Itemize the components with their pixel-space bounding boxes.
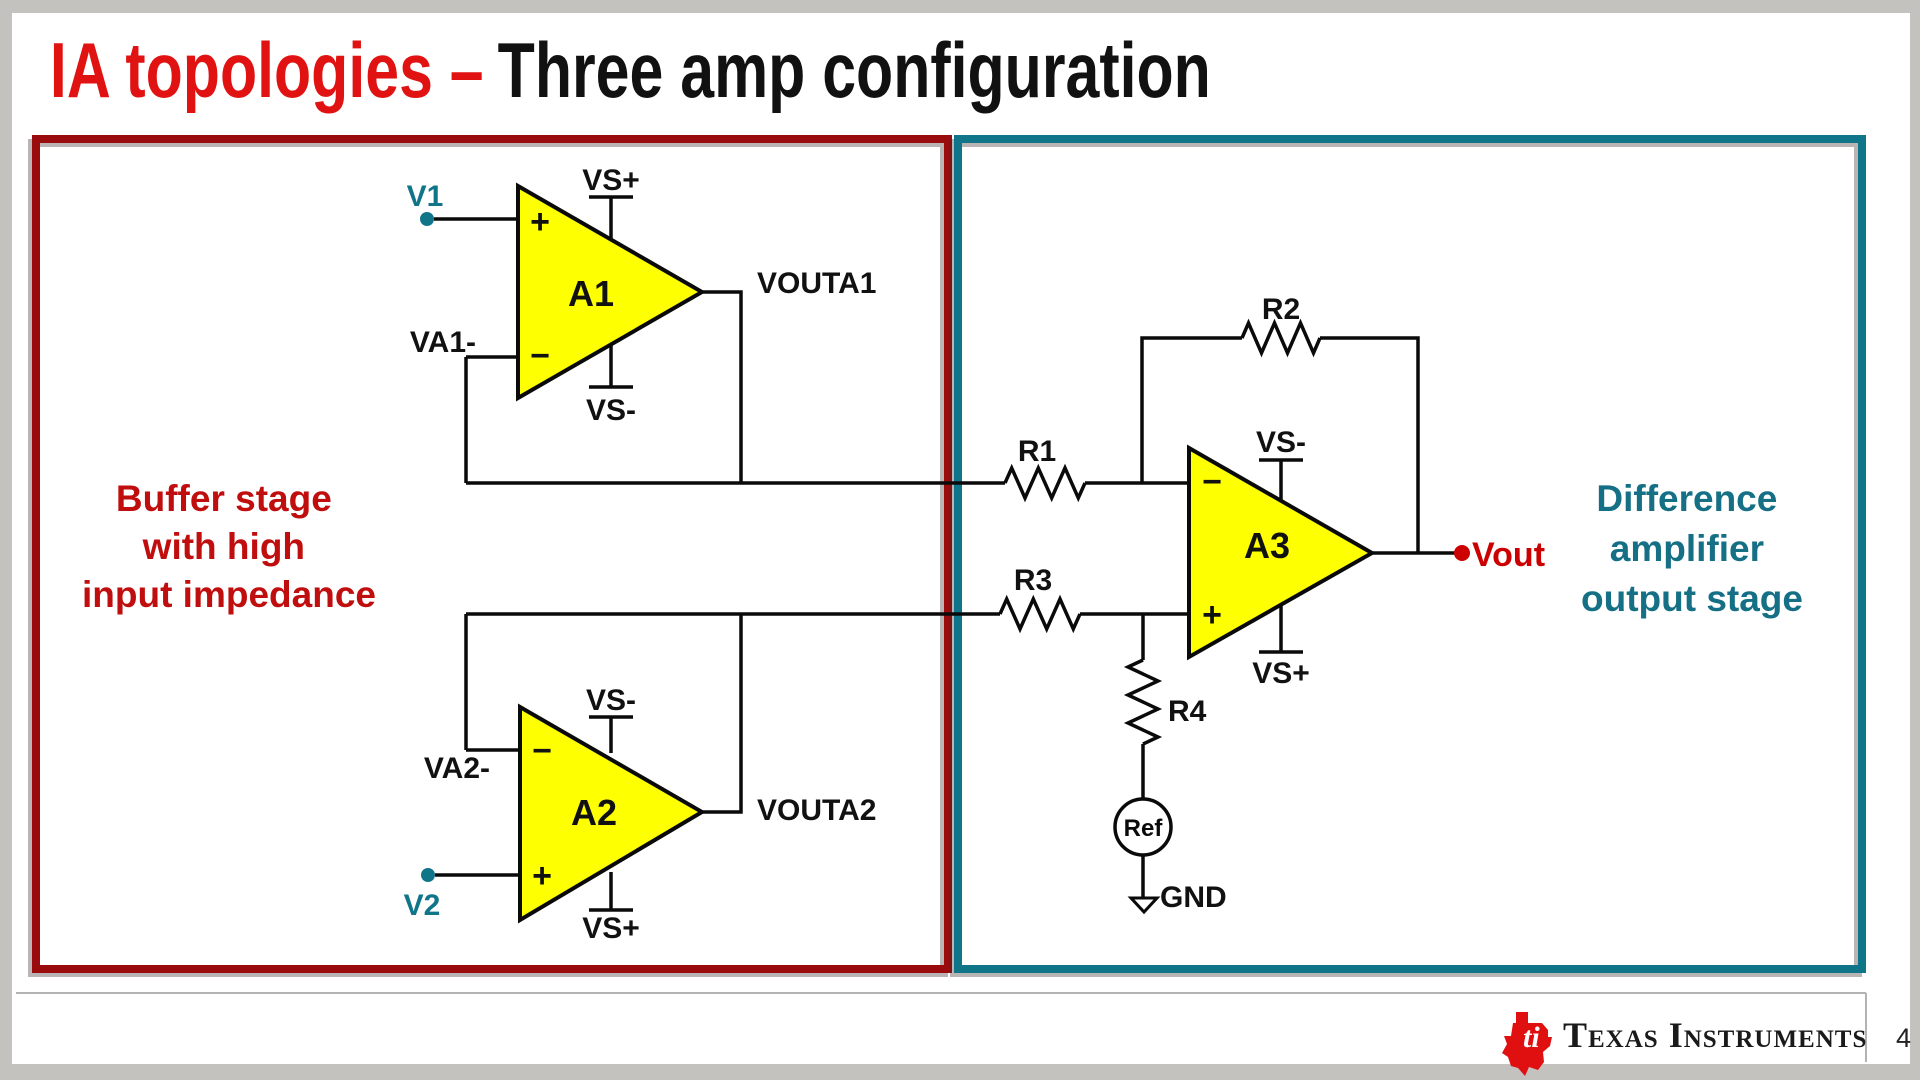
opamp-a2-triangle — [518, 703, 706, 924]
difference-stage-caption: Difference amplifier output stage — [1581, 478, 1803, 619]
opamp-a2-label: A2 — [571, 792, 617, 833]
r2-label: R2 — [1262, 293, 1300, 326]
a1-vs-minus-label: VS- — [586, 394, 636, 427]
a3-vs-plus-label: VS+ — [1252, 657, 1310, 690]
gnd-symbol-icon — [1127, 896, 1161, 915]
opamp-a3-triangle — [1187, 444, 1377, 661]
page-title: IA topologies –Three amp configuration — [50, 27, 1211, 114]
caption-line: output stage — [1581, 578, 1803, 619]
difference-stage-box — [954, 135, 1866, 973]
v1-label: V1 — [407, 180, 444, 213]
v1-terminal-dot — [420, 212, 434, 226]
vout-terminal-dot — [1454, 545, 1470, 561]
a2-vs-minus-label: VS- — [586, 684, 636, 717]
caption-line: Difference — [1596, 478, 1777, 519]
r2-left-wire — [1140, 336, 1242, 483]
a3-plus-sign: + — [1202, 596, 1222, 634]
opamp-a1: A1 + − VS+ VS- V1 VA1- VOUTA1 — [407, 164, 877, 427]
buffer-stage-caption: Buffer stage with high input impedance — [82, 478, 376, 615]
ti-logo-icon — [1502, 1012, 1552, 1076]
caption-line: amplifier — [1610, 528, 1764, 569]
opamp-a1-label: A1 — [568, 273, 614, 314]
r1-label: R1 — [1018, 435, 1056, 468]
a1-output-wire — [702, 290, 743, 483]
caption-line: input impedance — [82, 574, 376, 615]
ref-source-circle — [1113, 797, 1173, 857]
ti-bug-letters: ti — [1523, 1021, 1540, 1054]
r3-resistor — [998, 594, 1082, 634]
a1-minus-sign: − — [530, 337, 550, 375]
r4-label: R4 — [1168, 695, 1207, 728]
opamp-a2: A2 − + VS- VS+ V2 VA2- VOUTA2 — [404, 684, 877, 945]
r2-right-wire — [1320, 336, 1420, 553]
page-title-highlight: IA topologies – — [50, 27, 484, 114]
a3-vs-minus-label: VS- — [1256, 426, 1306, 459]
a2-minus-sign: − — [532, 732, 552, 770]
r1-resistor — [1003, 463, 1087, 503]
gnd-label: GND — [1160, 881, 1227, 914]
ti-wordmark: Texas Instruments — [1563, 1015, 1867, 1055]
v2-terminal-dot — [421, 868, 435, 882]
a2-plus-sign: + — [532, 857, 552, 895]
a1-plus-sign: + — [530, 203, 550, 241]
caption-line: Buffer stage — [116, 478, 332, 519]
caption-line: with high — [142, 526, 305, 567]
ref-label: Ref — [1124, 815, 1164, 842]
ti-logo: ti Texas Instruments — [1502, 1012, 1867, 1076]
opamp-a3: A3 − + VS- VS+ Vout — [1187, 426, 1545, 690]
va1-label: VA1- — [410, 326, 476, 359]
vouta1-label: VOUTA1 — [757, 267, 876, 300]
r4-resistor — [1123, 658, 1163, 746]
circuit-wires — [434, 195, 1455, 912]
vouta2-label: VOUTA2 — [757, 794, 876, 827]
vout-label: Vout — [1472, 536, 1545, 574]
buffer-stage-box — [32, 135, 952, 973]
page-number: 4 — [1896, 1023, 1911, 1053]
v2-label: V2 — [404, 889, 441, 922]
r3-label: R3 — [1014, 564, 1052, 597]
r2-resistor — [1240, 318, 1322, 358]
a2-output-wire — [702, 614, 743, 814]
page-title-rest: Three amp configuration — [498, 27, 1211, 114]
opamp-a3-label: A3 — [1244, 525, 1290, 566]
a3-minus-sign: − — [1202, 463, 1222, 501]
a2-vs-plus-label: VS+ — [582, 912, 640, 945]
va2-label: VA2- — [424, 752, 490, 785]
a1-vs-plus-label: VS+ — [582, 164, 640, 197]
opamp-a1-triangle — [516, 182, 707, 402]
